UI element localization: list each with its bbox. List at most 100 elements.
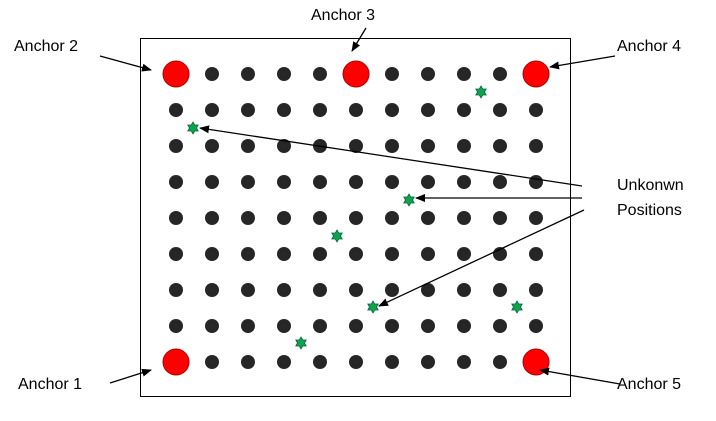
sensor-node — [169, 211, 183, 225]
sensor-node — [205, 211, 219, 225]
sensor-node — [169, 175, 183, 189]
sensor-node — [457, 283, 471, 297]
sensor-node — [205, 247, 219, 261]
sensor-node — [277, 67, 291, 81]
sensor-node — [241, 355, 255, 369]
sensor-node — [457, 211, 471, 225]
sensor-node — [529, 319, 543, 333]
anchor-node — [162, 348, 190, 376]
unknown-position-star — [187, 121, 199, 135]
sensor-node — [385, 247, 399, 261]
sensor-node — [529, 247, 543, 261]
sensor-node — [493, 175, 507, 189]
sensor-node — [349, 247, 363, 261]
sensor-node — [205, 67, 219, 81]
sensor-node — [277, 139, 291, 153]
sensor-node — [169, 319, 183, 333]
sensor-node — [385, 283, 399, 297]
sensor-node — [457, 355, 471, 369]
sensor-node — [205, 283, 219, 297]
sensor-node — [241, 247, 255, 261]
sensor-node — [457, 319, 471, 333]
sensor-node — [241, 319, 255, 333]
sensor-node — [529, 211, 543, 225]
sensor-node — [241, 211, 255, 225]
sensor-node — [205, 355, 219, 369]
sensor-node — [277, 283, 291, 297]
sensor-node — [313, 211, 327, 225]
unknown-position-star — [331, 229, 343, 243]
anchor-1-label: Anchor 1 — [18, 376, 83, 393]
sensor-node — [421, 67, 435, 81]
sensor-node — [313, 67, 327, 81]
sensor-node — [493, 283, 507, 297]
anchor-2-label: Anchor 2 — [14, 38, 79, 55]
sensor-node — [457, 139, 471, 153]
sensor-node — [421, 139, 435, 153]
sensor-node — [169, 103, 183, 117]
unknown-position-star — [403, 193, 415, 207]
sensor-node — [277, 355, 291, 369]
sensor-node — [241, 139, 255, 153]
sensor-node — [457, 175, 471, 189]
sensor-node — [493, 355, 507, 369]
sensor-node — [205, 175, 219, 189]
sensor-node — [385, 175, 399, 189]
sensor-node — [241, 103, 255, 117]
sensor-node — [349, 139, 363, 153]
unknown-position-star — [367, 300, 379, 314]
anchor-4-arrow — [549, 55, 616, 70]
sensor-node — [277, 319, 291, 333]
anchor-2-arrow — [99, 55, 152, 72]
anchor-5-label: Anchor 5 — [617, 376, 682, 393]
sensor-node — [421, 175, 435, 189]
anchor-node — [522, 60, 550, 88]
sensor-node — [241, 283, 255, 297]
sensor-node — [349, 175, 363, 189]
sensor-node — [529, 283, 543, 297]
sensor-node — [313, 283, 327, 297]
sensor-node — [421, 319, 435, 333]
sensor-node — [277, 103, 291, 117]
unknown-arrow-1 — [199, 125, 583, 187]
sensor-node — [313, 319, 327, 333]
sensor-node — [205, 319, 219, 333]
anchor-4-label: Anchor 4 — [617, 38, 682, 55]
sensor-node — [277, 211, 291, 225]
field-boundary — [140, 38, 571, 397]
sensor-node — [169, 247, 183, 261]
unknown-position-star — [295, 336, 307, 350]
sensor-node — [493, 211, 507, 225]
sensor-node — [313, 175, 327, 189]
sensor-node — [529, 103, 543, 117]
unknown-position-star — [475, 85, 487, 99]
sensor-node — [313, 247, 327, 261]
sensor-node — [349, 211, 363, 225]
sensor-node — [493, 319, 507, 333]
sensor-node — [385, 319, 399, 333]
unknown-positions-label-line2: Positions — [617, 202, 682, 219]
sensor-node — [349, 319, 363, 333]
sensor-node — [421, 211, 435, 225]
sensor-node — [169, 139, 183, 153]
anchor-1-arrow — [109, 368, 152, 384]
sensor-node — [313, 103, 327, 117]
sensor-node — [277, 247, 291, 261]
unknown-positions-label-line1: Unkonwn — [617, 177, 684, 194]
sensor-node — [349, 355, 363, 369]
sensor-node — [385, 103, 399, 117]
sensor-node — [493, 67, 507, 81]
sensor-node — [421, 247, 435, 261]
sensor-node — [457, 247, 471, 261]
sensor-node — [493, 103, 507, 117]
anchor-3-label: Anchor 3 — [311, 7, 376, 24]
anchor-5-arrow — [539, 367, 621, 385]
sensor-node — [421, 355, 435, 369]
unknown-arrow-3 — [378, 209, 585, 307]
sensor-node — [385, 67, 399, 81]
sensor-node — [421, 283, 435, 297]
sensor-node — [205, 139, 219, 153]
sensor-node — [385, 355, 399, 369]
sensor-node — [529, 139, 543, 153]
